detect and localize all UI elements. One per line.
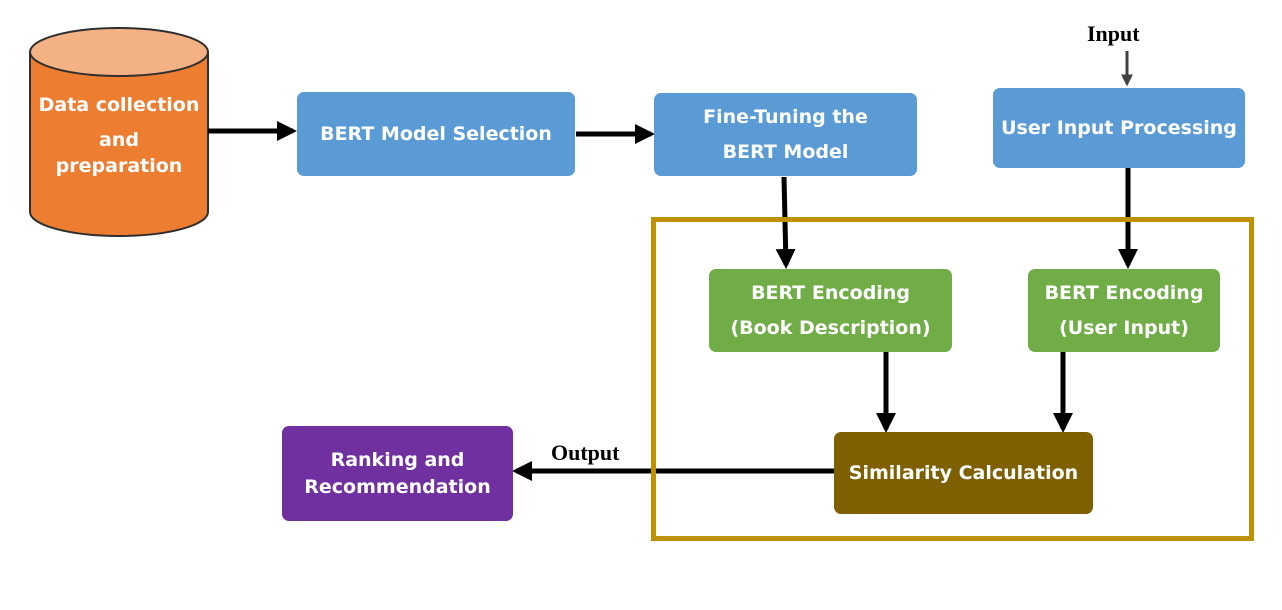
bert-model-selection-label: BERT Model Selection — [320, 123, 552, 145]
bert-encoding-book-node: BERT Encoding (Book Description) — [709, 269, 952, 352]
data-collection-label: Data collection and preparation — [30, 96, 208, 176]
fine-tuning-line1: Fine-Tuning the — [703, 106, 868, 128]
bert-model-selection-node: BERT Model Selection — [297, 92, 575, 176]
bert-encoding-user-line1: BERT Encoding — [1044, 282, 1204, 304]
fine-tuning-line2: BERT Model — [722, 141, 849, 163]
data-collection-line1: Data collection — [38, 94, 200, 116]
input-label: Input — [1087, 21, 1140, 46]
similarity-calculation-label: Similarity Calculation — [848, 462, 1079, 484]
ranking-recommendation-node: Ranking and Recommendation — [282, 426, 513, 521]
data-collection-cylinder — [29, 27, 209, 237]
bert-encoding-book-line1: BERT Encoding — [751, 282, 910, 304]
similarity-calculation-node: Similarity Calculation — [834, 432, 1093, 514]
encoding-similarity-frame — [651, 217, 1254, 541]
bert-encoding-user-line2: (User Input) — [1059, 317, 1189, 339]
user-input-processing-label: User Input Processing — [1001, 117, 1237, 139]
output-label: Output — [551, 440, 620, 465]
bert-encoding-book-line2: (Book Description) — [730, 317, 931, 339]
ranking-recommendation-line1: Ranking and — [330, 449, 465, 471]
data-collection-line3: preparation — [55, 155, 183, 177]
fine-tuning-node: Fine-Tuning the BERT Model — [654, 93, 917, 176]
bert-encoding-user-node: BERT Encoding (User Input) — [1028, 269, 1220, 352]
data-collection-line2: and — [99, 129, 139, 151]
ranking-recommendation-line2: Recommendation — [304, 476, 491, 498]
user-input-processing-node: User Input Processing — [993, 88, 1245, 168]
